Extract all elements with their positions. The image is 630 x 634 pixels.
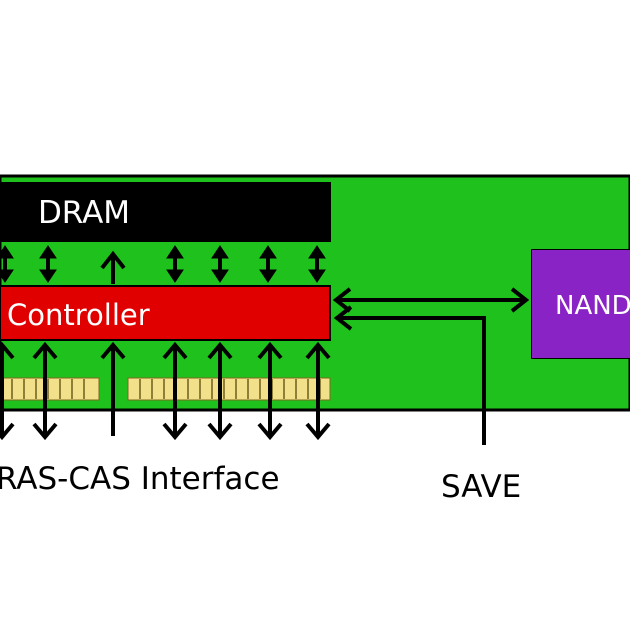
controller-block (0, 285, 331, 341)
arrow-head-up (211, 245, 229, 259)
arrow-head-down (257, 422, 283, 441)
arrow-head-up (166, 245, 184, 259)
arrow-head-down (305, 422, 331, 441)
save-label: SAVE (441, 469, 521, 505)
arrow-head-up (305, 341, 331, 360)
controller-label: Controller (7, 298, 150, 332)
arrow-head-up (308, 245, 326, 259)
arrow-head-down (259, 269, 277, 283)
nand-block (531, 249, 630, 359)
arrow-head-down (166, 269, 184, 283)
arrow-head-up (0, 341, 15, 360)
arrow-head-down (39, 269, 57, 283)
arrow-head-up (32, 341, 58, 360)
save-signal-arrow (333, 305, 486, 445)
arrow-head-up (257, 341, 283, 360)
arrow-head-up (100, 341, 126, 360)
arrow-head-down (162, 422, 188, 441)
arrow-head-down (211, 269, 229, 283)
arrow-head-up (39, 245, 57, 259)
arrow-head-up (162, 341, 188, 360)
arrow-head-up (207, 341, 233, 360)
dram-block (0, 182, 331, 242)
arrow-head-down (32, 422, 58, 441)
dram-label: DRAM (38, 195, 130, 231)
arrow-head-down (308, 269, 326, 283)
contact-strip (127, 377, 331, 401)
controller-nand-arrow (332, 287, 530, 313)
arrow-head-down (207, 422, 233, 441)
nand-label: NAND (555, 291, 630, 321)
arrow-head-up (259, 245, 277, 259)
arrow-head-down (0, 269, 14, 283)
arrow-head-up (100, 250, 126, 270)
arrow-head-down (0, 422, 15, 441)
interface-label: RAS-CAS Interface (0, 461, 280, 497)
dram-controller-bus-arrows (0, 245, 326, 284)
arrow-head-up (0, 245, 14, 259)
edge-connector-contacts (0, 377, 331, 401)
interface-bus-arrows (0, 341, 331, 441)
